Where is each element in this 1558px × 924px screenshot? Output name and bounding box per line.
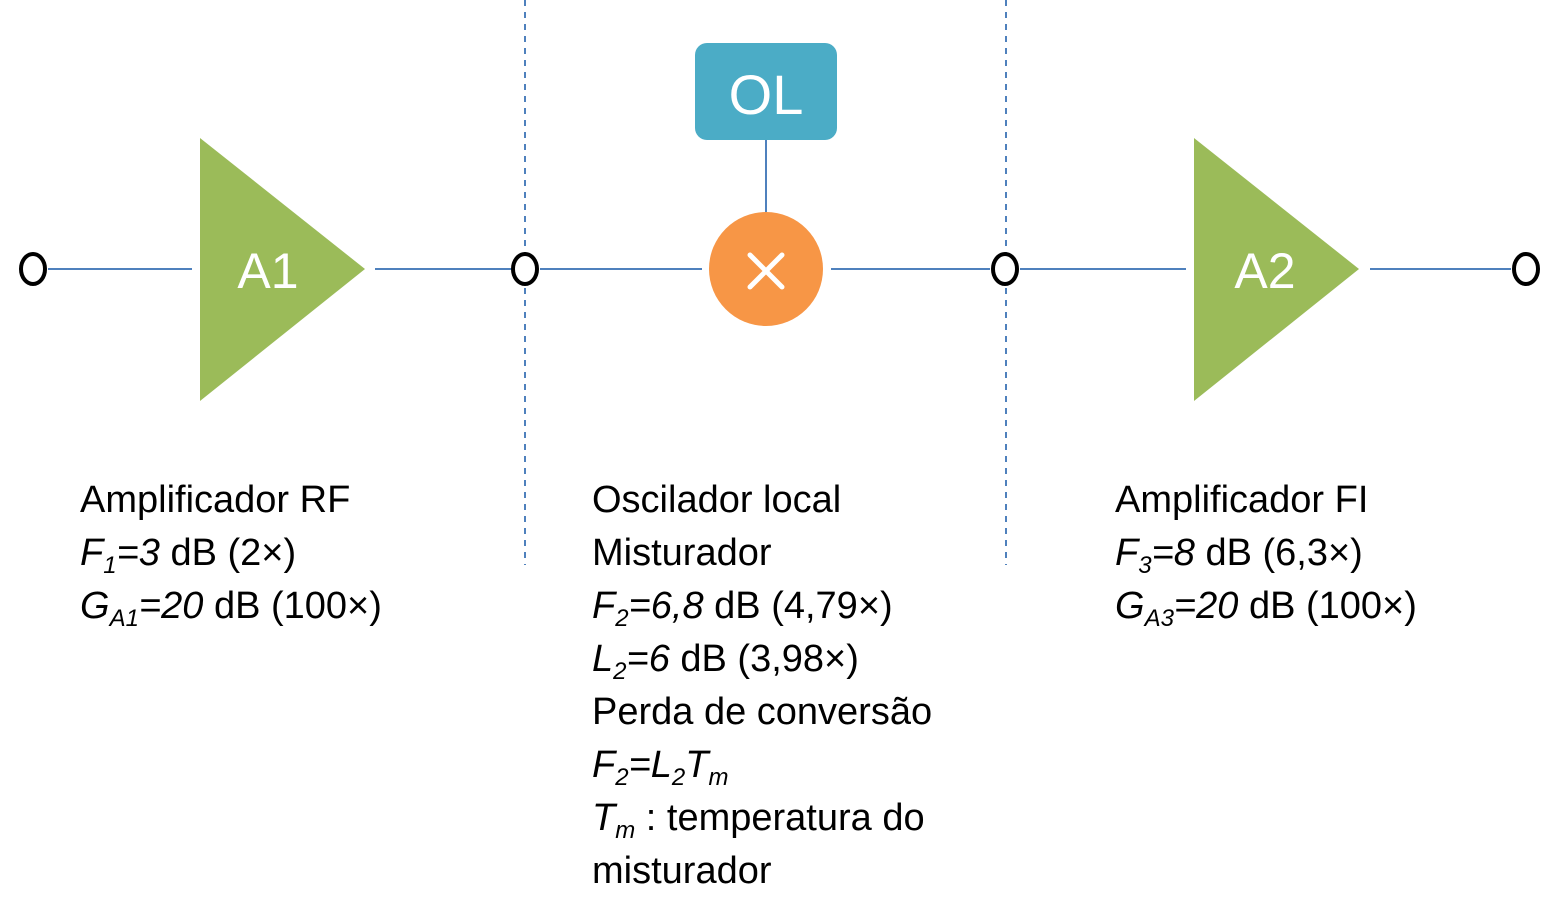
- multiply-icon: [747, 252, 785, 290]
- amplifier-fi-title: Amplificador FI: [1115, 479, 1369, 521]
- amplifier-a2-triangle: [1194, 138, 1359, 401]
- amplifier-rf-title: Amplificador RF: [80, 479, 351, 521]
- amplifier-rf-gain: GA1=20 dB (100×): [80, 585, 382, 632]
- amplifier-a2-label: A2: [1234, 243, 1295, 299]
- output-terminal: [1512, 252, 1540, 286]
- mixer-conversion-loss-label: Perda de conversão: [592, 691, 933, 733]
- amplifier-fi-noise-figure: F3=8 dB (6,3×): [1115, 532, 1363, 579]
- amplifier-rf-specs: Amplificador RF F1=3 dB (2×) GA1=20 dB (…: [80, 474, 382, 633]
- input-terminal: [19, 252, 47, 286]
- mixer-title-oscillator: Oscilador local: [592, 479, 842, 521]
- local-oscillator-box: [695, 43, 837, 140]
- mixer-formula: F2=L2Tm: [592, 744, 729, 791]
- local-oscillator-label: OL: [729, 63, 804, 126]
- node-terminal-2: [991, 252, 1019, 286]
- amplifier-fi-gain: GA3=20 dB (100×): [1115, 585, 1417, 632]
- amplifier-rf-noise-figure: F1=3 dB (2×): [80, 532, 297, 579]
- mixer-noise-figure: F2=6,8 dB (4,79×): [592, 585, 893, 632]
- mixer-specs: Oscilador local Misturador F2=6,8 dB (4,…: [592, 474, 932, 898]
- amplifier-a1-triangle: [200, 138, 365, 401]
- mixer-temperature-definition-cont: misturador: [592, 850, 772, 892]
- amplifier-a1-label: A1: [237, 243, 298, 299]
- node-terminal-1: [511, 252, 539, 286]
- mixer-temperature-definition: Tm : temperatura do: [592, 797, 925, 844]
- amplifier-fi-specs: Amplificador FI F3=8 dB (6,3×) GA3=20 dB…: [1115, 474, 1417, 633]
- mixer-title-mixer: Misturador: [592, 532, 772, 574]
- mixer-loss: L2=6 dB (3,98×): [592, 638, 859, 685]
